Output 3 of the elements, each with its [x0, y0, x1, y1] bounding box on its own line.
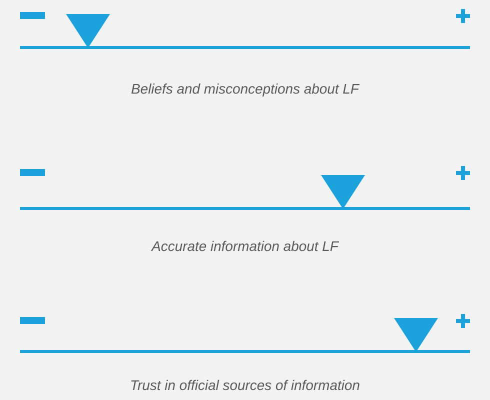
- scale-label: Accurate information about LF: [150, 240, 340, 252]
- scale-label: Beliefs and misconceptions about LF: [131, 84, 360, 96]
- scale-label: Trust in official sources of information: [131, 380, 360, 390]
